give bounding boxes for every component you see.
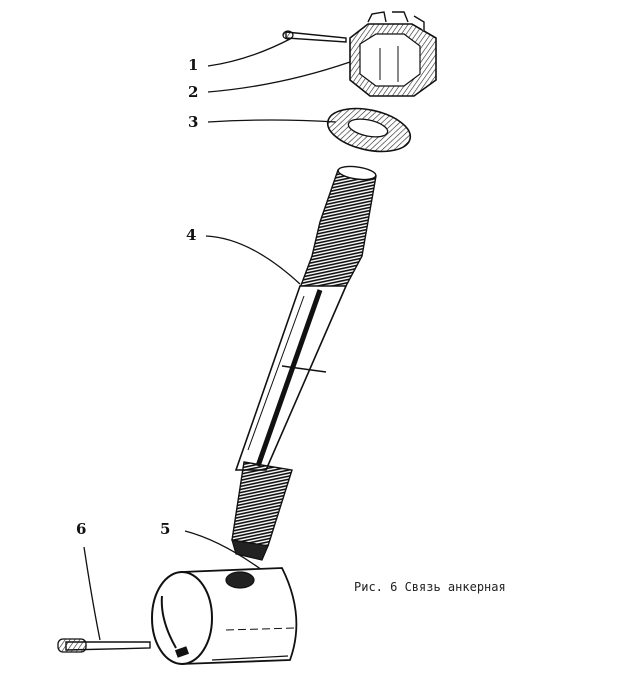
leader-2 [207,61,351,93]
callout-5: 5 [160,520,171,538]
callout-1: 1 [188,56,199,74]
cotter-pin-bottom [57,638,151,653]
threaded-rod [231,165,377,561]
callout-6: 6 [76,520,87,538]
leader-4 [205,235,301,285]
barrel-nut [151,567,298,665]
leader-lines [83,37,351,641]
washer [326,107,412,153]
leader-5 [184,530,263,571]
callout-4: 4 [186,226,197,244]
leader-1 [207,37,293,67]
cotter-pin-top [282,30,347,43]
leader-6 [83,546,101,641]
callout-2: 2 [188,83,199,101]
callout-3: 3 [188,113,199,131]
castle-nut [349,11,437,97]
leader-3 [207,119,337,123]
figure-caption: Рис. 6 Связь анкерная [354,580,506,594]
